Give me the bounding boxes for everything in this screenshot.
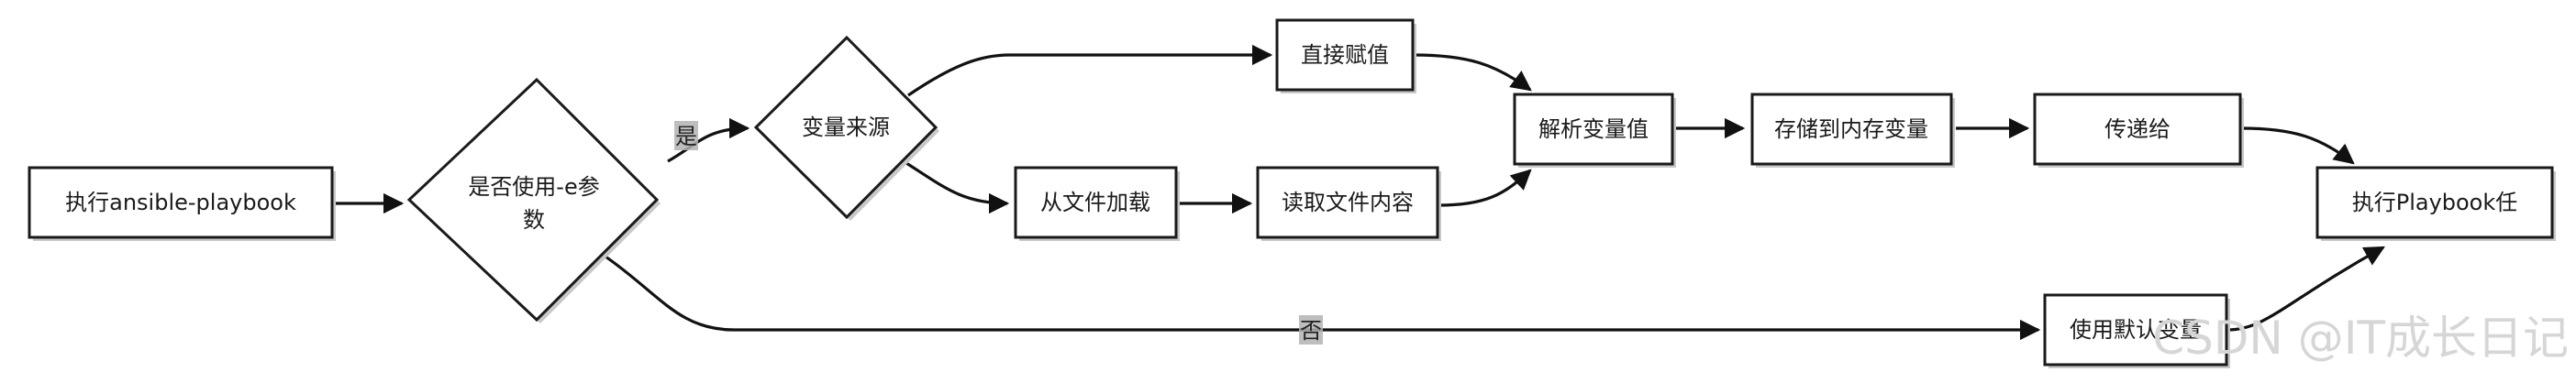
node-pass-to-label: 传递给 (2104, 116, 2171, 142)
edge-decision-yes (667, 117, 750, 163)
edges (332, 44, 2385, 341)
node-use-e-param-label-line1: 是否使用-e参 (468, 174, 599, 200)
node-use-e-param-label-line2: 数 (523, 207, 545, 233)
node-run-playbook-task: 执行Playbook任 (2315, 166, 2556, 241)
edge-source-to-load (905, 161, 1010, 214)
edge-label-yes-text: 是 (675, 124, 697, 149)
edge-pass-to-task (2240, 126, 2355, 165)
node-load-from-file-label: 从文件加载 (1040, 190, 1150, 215)
node-store-in-memory-label: 存储到内存变量 (1774, 116, 1928, 142)
node-load-from-file: 从文件加载 (1014, 166, 1180, 241)
node-run-playbook: 执行ansible-playbook (28, 166, 336, 241)
node-use-default-var: 使用默认变量 (2043, 293, 2230, 368)
node-parse-var-value-label: 解析变量值 (1538, 116, 1649, 142)
node-use-e-param: 是否使用-e参 数 (406, 77, 661, 323)
edge-default-to-task (2226, 246, 2385, 332)
csdn-watermark: CSDN @IT成长日记 (2152, 312, 2569, 365)
node-direct-assign-label: 直接赋值 (1301, 42, 1389, 68)
node-run-playbook-task-label: 执行Playbook任 (2352, 190, 2518, 215)
node-read-file-content-label: 读取文件内容 (1282, 190, 1414, 215)
edge-label-no: 否 (1299, 315, 1323, 345)
edge-read-to-parse (1438, 169, 1532, 207)
edge-label-no-text: 否 (1300, 318, 1322, 344)
node-read-file-content: 读取文件内容 (1256, 166, 1441, 241)
node-var-source: 变量来源 (753, 35, 939, 221)
node-direct-assign: 直接赋值 (1275, 18, 1416, 93)
edge-direct-to-parse (1413, 53, 1532, 92)
node-parse-var-value: 解析变量值 (1513, 93, 1676, 168)
node-var-source-label: 变量来源 (802, 115, 890, 140)
edge-source-to-direct (907, 44, 1273, 97)
edge-decision-no (605, 255, 2041, 341)
node-pass-to: 传递给 (2033, 93, 2244, 168)
node-store-in-memory: 存储到内存变量 (1750, 93, 1955, 168)
edge-label-yes: 是 (674, 121, 698, 150)
node-use-default-var-label: 使用默认变量 (2070, 317, 2202, 343)
node-run-playbook-label: 执行ansible-playbook (65, 190, 296, 215)
